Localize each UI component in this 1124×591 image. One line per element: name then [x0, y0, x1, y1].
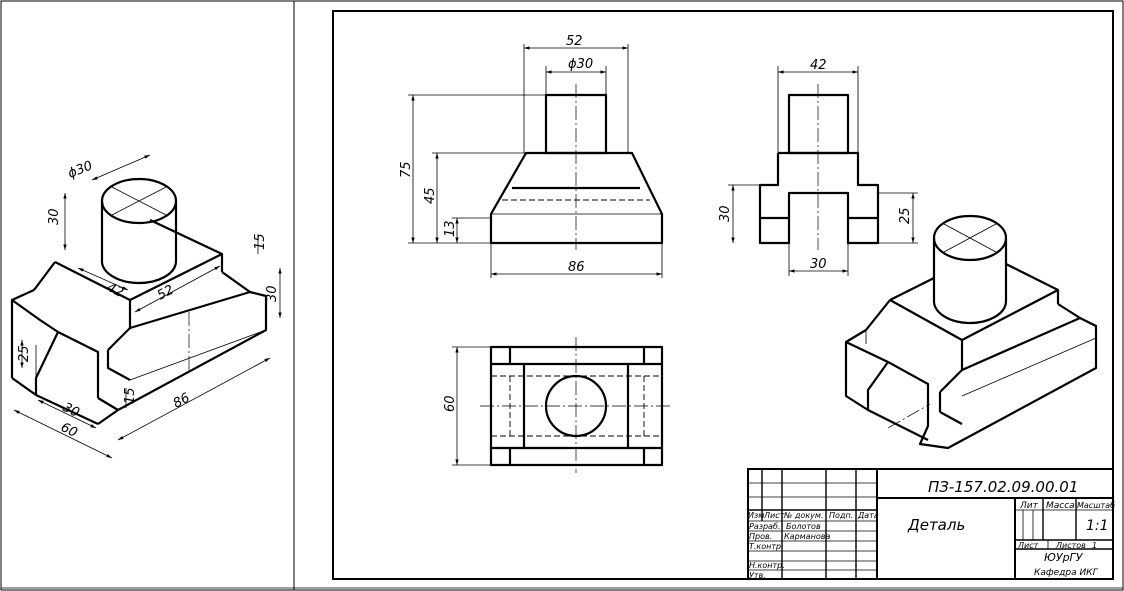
side-dim-42: 42: [810, 58, 827, 73]
front-dim-75: 75: [399, 161, 414, 178]
iso-dim-30-right: 30: [265, 285, 280, 302]
iso-dim-30-slot: 30: [60, 400, 81, 421]
side-dim-slot-30: 30: [810, 257, 827, 272]
front-view: 52 ϕ30 75 45 13 86: [399, 34, 664, 278]
row-utv: Утв.: [749, 571, 766, 580]
iso-dim-15-step: 15: [123, 387, 138, 404]
col-list: Лист: [763, 511, 785, 520]
row-prov: Пров.: [749, 532, 772, 541]
iso-dim-42: 42: [104, 280, 125, 301]
side-view: 42 30 25 30: [718, 58, 918, 276]
iso-dim-dia30: ϕ30: [66, 158, 95, 181]
isometric-dimensioned-view: 30 ϕ30 42 52 15 30 25 30 15 86 60: [10, 154, 282, 459]
prov-name: Карманова: [784, 532, 830, 541]
massa-label: Масса: [1046, 501, 1075, 511]
col-izm: Изм: [748, 511, 764, 520]
front-dim-13: 13: [443, 220, 458, 237]
lit-label: Лит: [1019, 501, 1039, 511]
front-dim-86: 86: [568, 260, 585, 275]
iso-dim-52: 52: [155, 283, 177, 304]
iso-dim-25: 25: [17, 345, 32, 362]
front-dim-52: 52: [566, 34, 583, 49]
organization: ЮУрГУ: [1044, 551, 1084, 564]
front-dim-dia30: ϕ30: [568, 57, 593, 72]
masshtab-label: Масштаб: [1077, 501, 1115, 510]
side-dim-25: 25: [898, 207, 913, 224]
department: Кафедра ИКГ: [1034, 568, 1099, 578]
razrab-name: Болотов: [786, 522, 821, 531]
list-label: Лист: [1017, 541, 1039, 550]
side-dim-30: 30: [718, 205, 733, 222]
iso-dim-15-top: 15: [253, 233, 268, 250]
row-razrab: Разраб.: [749, 522, 780, 531]
row-nkontr: Н.контр.: [749, 561, 785, 570]
listov-label: Листов: [1055, 541, 1086, 550]
sheet-frame: [332, 10, 1114, 580]
top-view: 60: [443, 337, 672, 473]
part-name: Деталь: [907, 516, 965, 534]
title-block: ПЗ-157.02.09.00.01 Деталь Изм Лист № док…: [747, 468, 1115, 580]
iso-dim-30: 30: [47, 208, 62, 225]
col-doc: № докум.: [783, 511, 823, 520]
scale-value: 1:1: [1086, 518, 1109, 534]
iso-dim-86: 86: [171, 391, 193, 412]
isometric-view: [844, 214, 1098, 450]
col-date: Дата: [857, 511, 879, 520]
front-dim-45: 45: [423, 187, 438, 204]
top-dim-60: 60: [443, 395, 458, 412]
col-sign: Подп.: [829, 511, 853, 520]
row-tkontr: Т.контр.: [749, 542, 784, 551]
designation: ПЗ-157.02.09.00.01: [928, 478, 1078, 496]
listov-count: 1: [1092, 541, 1097, 550]
iso-dim-60: 60: [58, 420, 79, 441]
